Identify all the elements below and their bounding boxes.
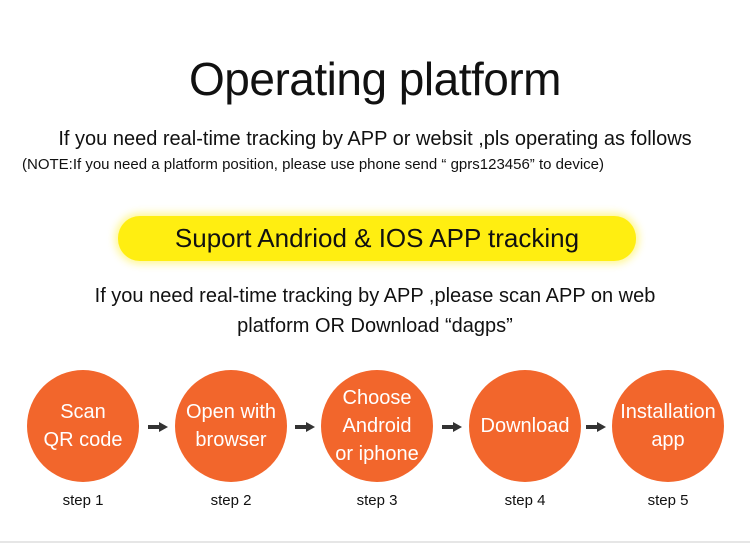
banner-text: Suport Andriod & IOS APP tracking bbox=[174, 223, 580, 253]
page-title: Operating platform bbox=[189, 53, 561, 105]
step-5-text: Installation app bbox=[620, 401, 716, 451]
arrow-right-icon bbox=[148, 422, 168, 432]
instructions-line-1: If you need real-time tracking by APP ,p… bbox=[94, 285, 656, 307]
platform-note: (NOTE:If you need a platform position, p… bbox=[22, 156, 605, 173]
step-4-label: step 4 bbox=[504, 492, 546, 509]
arrow-right-icon bbox=[295, 422, 315, 432]
step-1-text: Scan QR code bbox=[43, 401, 123, 451]
arrow-right-icon bbox=[586, 422, 606, 432]
step-2-circle: Open with browser bbox=[175, 370, 287, 482]
step-5-label: step 5 bbox=[647, 492, 689, 509]
step-4-text: Download bbox=[480, 415, 570, 437]
instructions-text: If you need real-time tracking by APP ,p… bbox=[0, 281, 750, 341]
step-2-text: Open with browser bbox=[185, 401, 277, 451]
step-4-circle: Download bbox=[469, 370, 581, 482]
step-3-text: Choose Android or iphone bbox=[335, 387, 419, 465]
instructions-line-2: platform OR Download “dagps” bbox=[237, 315, 513, 337]
step-5-circle: Installation app bbox=[612, 370, 724, 482]
page-subtitle: If you need real-time tracking by APP or… bbox=[58, 128, 692, 150]
step-1-label: step 1 bbox=[62, 492, 104, 509]
app-tracking-banner: Suport Andriod & IOS APP tracking bbox=[118, 216, 636, 261]
step-1-circle: Scan QR code bbox=[27, 370, 139, 482]
step-2-label: step 2 bbox=[210, 492, 252, 509]
arrow-right-icon bbox=[442, 422, 462, 432]
bottom-divider bbox=[0, 541, 750, 543]
step-3-label: step 3 bbox=[356, 492, 398, 509]
step-3-circle: Choose Android or iphone bbox=[321, 370, 433, 482]
